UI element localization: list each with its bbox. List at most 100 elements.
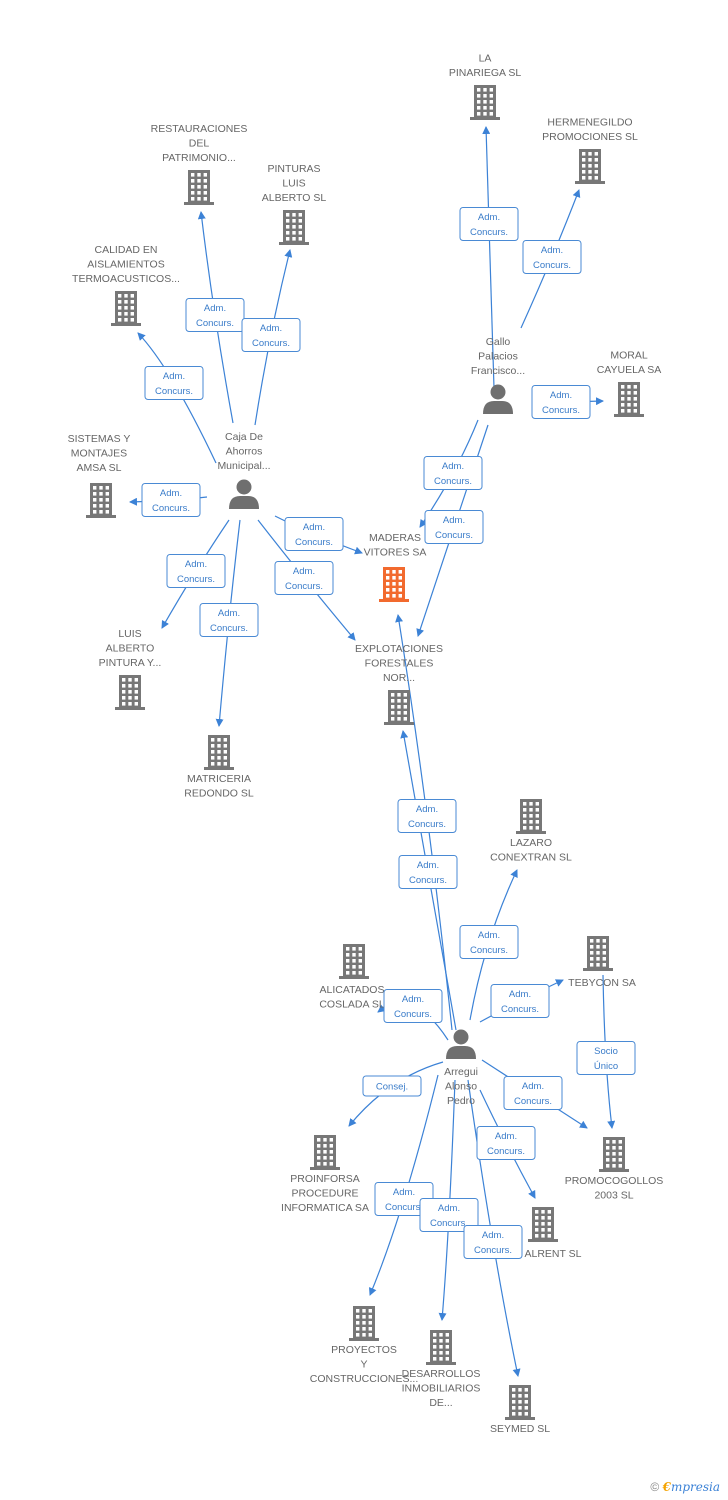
node-label-desarrollos-line-0: DESARROLLOS [402, 1368, 481, 1380]
relation-text-4-0: Adm. [443, 515, 465, 526]
node-label-moral-line-1: CAYUELA SA [597, 364, 662, 376]
relation-text-17-0: Adm. [509, 989, 531, 1000]
node-desarrollos[interactable]: DESARROLLOSINMOBILIARIOSDE... [402, 1330, 481, 1409]
relation-text-21-0: Adm. [495, 1131, 517, 1142]
node-label-proyectos-line-1: Y [360, 1359, 367, 1371]
relation-label-caja-to-luis_alberto[interactable]: Adm.Concurs. [166, 554, 226, 588]
node-label-explotaciones-line-2: NOR... [383, 672, 415, 684]
relation-text-17-1: Concurs. [501, 1004, 539, 1015]
node-label-caja-line-1: Ahorros [226, 446, 263, 458]
relation-label-arregui-to-maderas[interactable]: Adm.Concurs. [397, 799, 457, 833]
node-tebycon[interactable]: TEBYCON SA [568, 936, 636, 989]
relation-label-gallo-to-la_pinariega[interactable]: Adm.Concurs. [459, 207, 519, 241]
relation-label-arregui-to-promocogollos[interactable]: Adm.Concurs. [503, 1076, 563, 1110]
relation-label-arregui-to-proinforsa[interactable]: Consej. [362, 1075, 422, 1097]
node-label-restauraciones-line-1: DEL [189, 138, 210, 150]
relation-label-arregui-to-desarrollos[interactable]: Adm.Concurs. [419, 1198, 479, 1232]
relation-label-gallo-to-explotaciones[interactable]: Adm.Concurs. [424, 510, 484, 544]
node-label-proyectos-line-0: PROYECTOS [331, 1344, 397, 1356]
node-label-caja-line-2: Municipal... [217, 460, 270, 472]
relation-text-14-0: Adm. [417, 860, 439, 871]
footer-brand[interactable]: © €mpresia [650, 1480, 720, 1494]
relation-text-2-1: Concurs. [542, 405, 580, 416]
node-label-alicatados-line-1: COSLADA SL [319, 999, 385, 1011]
relation-label-caja-to-explotaciones[interactable]: Adm.Concurs. [274, 561, 334, 595]
building-icon [528, 1207, 558, 1242]
node-label-desarrollos-line-2: DE... [429, 1397, 452, 1409]
relation-text-0-0: Adm. [478, 212, 500, 223]
node-label-caja-line-0: Caja De [225, 431, 263, 443]
node-alrent[interactable]: ALRENT SL [525, 1207, 582, 1260]
node-label-arregui-line-0: Arregui [444, 1066, 478, 1078]
relation-text-7-0: Adm. [163, 371, 185, 382]
relation-text-15-1: Concurs. [470, 945, 508, 956]
relation-label-arregui-to-lazaro[interactable]: Adm.Concurs. [459, 925, 519, 959]
node-label-calidad-line-2: TERMOACUSTICOS... [72, 273, 180, 285]
building-icon [379, 567, 409, 602]
relation-label-arregui-to-alrent[interactable]: Adm. Concurs. [476, 1126, 536, 1160]
relation-label-gallo-to-hermenegildo[interactable]: Adm.Concurs. [522, 240, 582, 274]
relation-text-20-0: Adm. [522, 1081, 544, 1092]
relation-text-6-1: Concurs. [252, 338, 290, 349]
node-moral[interactable]: MORAL CAYUELA SA [597, 350, 662, 418]
relation-text-21-1: Concurs. [487, 1146, 525, 1157]
building-icon [426, 1330, 456, 1365]
node-la_pinariega[interactable]: LA PINARIEGA SL [449, 53, 522, 121]
relation-text-13-0: Adm. [416, 804, 438, 815]
node-label-la_pinariega-line-1: PINARIEGA SL [449, 67, 522, 79]
node-label-la_pinariega-line-0: LA [479, 53, 492, 65]
relation-label-caja-to-pinturas_luis[interactable]: Adm.Concurs. [241, 318, 301, 352]
relation-text-2-0: Adm. [550, 390, 572, 401]
node-restauraciones[interactable]: RESTAURACIONESDELPATRIMONIO... [151, 123, 248, 205]
node-proyectos[interactable]: PROYECTOSYCONSTRUCCIONES... [310, 1306, 419, 1385]
relation-label-caja-to-restauraciones[interactable]: Adm.Concurs. [185, 298, 245, 332]
node-label-moral-line-0: MORAL [610, 350, 648, 362]
relation-text-19-0: Consej. [376, 1082, 408, 1093]
node-seymed[interactable]: SEYMED SL [490, 1385, 550, 1435]
relation-label-arregui-to-seymed[interactable]: Adm.Concurs. [463, 1225, 523, 1259]
node-label-matriceria-line-1: REDONDO SL [184, 788, 254, 800]
node-label-sistemas-line-1: MONTAJES [71, 448, 127, 460]
node-label-restauraciones-line-0: RESTAURACIONES [151, 123, 248, 135]
node-label-arregui-line-1: Alonso [445, 1081, 477, 1093]
relation-text-11-0: Adm. [185, 559, 207, 570]
relation-label-gallo-to-maderas[interactable]: Adm.Concurs. [423, 456, 483, 490]
node-label-proinforsa-line-0: PROINFORSA [290, 1173, 359, 1185]
relation-label-caja-to-maderas[interactable]: Adm.Concurs. [284, 517, 344, 551]
relation-text-10-1: Concurs. [285, 581, 323, 592]
building-icon [575, 149, 605, 184]
building-icon [204, 735, 234, 770]
relation-label-caja-to-sistemas[interactable]: Adm.Concurs. [141, 483, 201, 517]
building-icon [111, 291, 141, 326]
node-label-hermenegildo-line-0: HERMENEGILDO [547, 117, 632, 129]
relation-label-caja-to-matriceria[interactable]: Adm.Concurs. [199, 603, 259, 637]
node-label-tebycon-line-0: TEBYCON SA [568, 977, 636, 989]
node-caja[interactable]: Caja De AhorrosMunicipal... [217, 431, 271, 509]
node-explotaciones[interactable]: EXPLOTACIONESFORESTALESNOR... [355, 643, 443, 725]
relation-label-arregui-to-alicatados[interactable]: Adm.Concurs. [383, 989, 443, 1023]
node-calidad[interactable]: CALIDAD ENAISLAMIENTOSTERMOACUSTICOS... [72, 244, 180, 326]
node-label-seymed-line-0: SEYMED SL [490, 1423, 550, 1435]
node-label-promocogollos-line-1: 2003 SL [594, 1190, 633, 1202]
relation-text-1-1: Concurs. [533, 260, 571, 271]
relation-label-gallo-to-moral[interactable]: Adm. Concurs. [531, 385, 591, 419]
relation-text-12-0: Adm. [218, 608, 240, 619]
relation-label-caja-to-calidad[interactable]: Adm.Concurs. [144, 366, 204, 400]
node-gallo[interactable]: GalloPalaciosFrancisco... [471, 336, 525, 414]
relation-label-arregui-to-tebycon[interactable]: Adm. Concurs. [490, 984, 550, 1018]
relation-label-arregui-to-explotaciones[interactable]: Adm.Concurs. [398, 855, 458, 889]
